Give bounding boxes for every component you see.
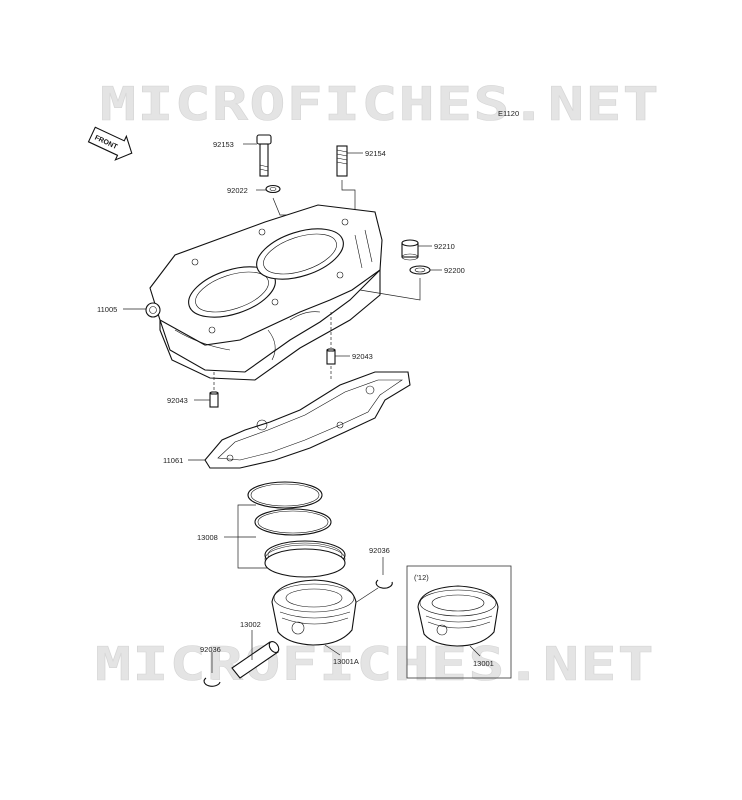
label-13001A: 13001A bbox=[333, 657, 359, 666]
head-gasket-11061 bbox=[204, 371, 411, 469]
fitting-92210 bbox=[401, 239, 419, 261]
inset-note: ('12) bbox=[414, 573, 429, 582]
dowel-pin-92043-right bbox=[326, 348, 336, 365]
piston-rings-13008 bbox=[247, 481, 346, 578]
label-92022: 92022 bbox=[227, 186, 248, 195]
cylinder-block-11005 bbox=[145, 204, 383, 381]
piston-13001A bbox=[271, 579, 357, 646]
piston-pin-13002 bbox=[231, 641, 280, 679]
diagram-code: E1120 bbox=[498, 109, 519, 118]
label-92043-right: 92043 bbox=[352, 352, 373, 361]
label-11005: 11005 bbox=[97, 305, 117, 314]
label-92043-left: 92043 bbox=[167, 396, 188, 405]
front-arrow-icon: FRONT bbox=[87, 126, 133, 161]
label-13002: 13002 bbox=[240, 620, 261, 629]
label-92154: 92154 bbox=[365, 149, 386, 158]
label-92036-right: 92036 bbox=[369, 546, 390, 555]
washer-92022 bbox=[265, 184, 281, 194]
stud-92154 bbox=[336, 145, 348, 177]
circlip-92036-left bbox=[203, 677, 221, 687]
bolt-92153 bbox=[256, 134, 272, 177]
label-92200: 92200 bbox=[444, 266, 465, 275]
inset-box bbox=[406, 565, 512, 679]
gasket-92200 bbox=[409, 265, 431, 275]
watermark-bottom: MICROFICHES.NET bbox=[95, 637, 655, 691]
label-13001: 13001 bbox=[473, 659, 494, 668]
label-92153: 92153 bbox=[213, 140, 234, 149]
label-92036-left: 92036 bbox=[200, 645, 221, 654]
circlip-92036-right bbox=[375, 579, 393, 589]
label-92210: 92210 bbox=[434, 242, 455, 251]
label-11061: 11061 bbox=[163, 456, 183, 465]
watermark-top: MICROFICHES.NET bbox=[100, 77, 660, 131]
dowel-pin-92043-left bbox=[209, 391, 219, 408]
piston-13001 bbox=[417, 585, 499, 647]
label-13008: 13008 bbox=[197, 533, 218, 542]
